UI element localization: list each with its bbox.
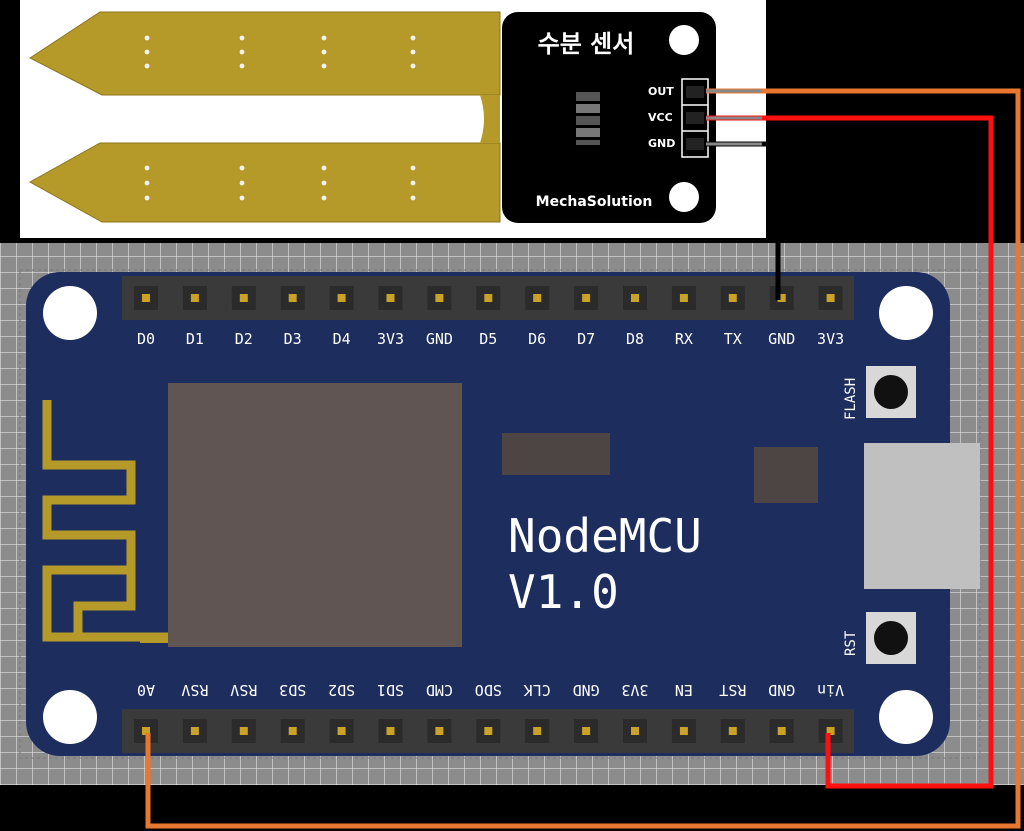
bottom-pin-label: GND [573, 681, 600, 699]
top-pin-label: D6 [528, 330, 546, 348]
bottom-pin-label: Vin [817, 681, 844, 699]
bottom-pin-rsv[interactable] [182, 719, 207, 743]
top-pin-d8[interactable] [623, 286, 647, 310]
top-pin-label: D7 [577, 330, 595, 348]
board-title-line2: V1.0 [508, 565, 619, 619]
mount-hole [669, 182, 699, 212]
bottom-pin-label: RSV [181, 681, 208, 699]
top-pin-d3[interactable] [280, 286, 305, 310]
top-pin-label: 3V3 [377, 330, 404, 348]
bottom-pin-label: EN [675, 681, 693, 699]
top-pin-gnd[interactable] [427, 286, 452, 310]
bottom-pin-sdo[interactable] [476, 719, 501, 743]
mount-hole [879, 690, 933, 744]
bottom-pin-label: 3V3 [621, 681, 648, 699]
board-selection-outline [19, 269, 981, 759]
pin-header [681, 78, 709, 158]
board-title-line1: NodeMCU [508, 509, 702, 563]
top-pin-3v3[interactable] [378, 286, 403, 310]
top-pin-label: TX [724, 330, 742, 348]
top-pin-label: GND [768, 330, 795, 348]
bottom-pin-gnd[interactable] [574, 719, 599, 743]
smd-components [576, 92, 600, 145]
chip [502, 433, 610, 475]
top-pin-d5[interactable] [476, 286, 501, 310]
bottom-pin-sd2[interactable] [329, 719, 354, 743]
top-pin-3v3[interactable] [818, 286, 843, 310]
mount-hole [669, 25, 699, 55]
bottom-pin-rst[interactable] [720, 719, 745, 743]
top-pin-d1[interactable] [182, 286, 207, 310]
top-pin-label: D5 [479, 330, 497, 348]
sensor-brand: MechaSolution [536, 194, 653, 210]
top-pin-label: D4 [333, 330, 351, 348]
esp8266-module [168, 383, 462, 647]
bottom-pin-cmd[interactable] [427, 719, 452, 743]
wire-out-a0[interactable] [145, 88, 1021, 829]
bottom-pin-label: GND [768, 681, 795, 699]
bottom-pin-label: RSV [230, 681, 257, 699]
sensor-module-board: 수분 센서 MechaSolution OUT VCC GND [502, 12, 716, 223]
bottom-pin-label: CMD [426, 681, 453, 699]
top-pin-rx[interactable] [671, 286, 696, 310]
mount-hole [43, 286, 97, 340]
flash-label: FLASH [843, 378, 859, 420]
rst-label: RST [843, 630, 859, 656]
top-pin-d6[interactable] [525, 286, 550, 310]
chip [754, 447, 818, 503]
bottom-pin-clk[interactable] [525, 719, 550, 743]
bottom-pin-gnd[interactable] [769, 719, 794, 743]
top-pin-label: D0 [137, 330, 155, 348]
top-pin-label: D2 [235, 330, 253, 348]
usb-connector [864, 443, 980, 589]
bottom-pin-label: RST [719, 681, 746, 699]
flash-button[interactable] [866, 366, 916, 418]
bottom-pin-label: CLK [524, 681, 551, 699]
bottom-pin-sd3[interactable] [280, 719, 305, 743]
top-pin-label: D8 [626, 330, 644, 348]
wire-vcc-vin[interactable] [706, 115, 994, 789]
bottom-pin-en[interactable] [671, 719, 696, 743]
bottom-pin-3v3[interactable] [623, 719, 647, 743]
button-cap [874, 375, 908, 409]
top-pin-label: 3V3 [817, 330, 844, 348]
bottom-pin-label: SDO [475, 681, 502, 699]
mount-hole [879, 286, 933, 340]
bottom-pin-label: SD1 [377, 681, 404, 699]
top-pin-d0[interactable] [134, 286, 158, 310]
top-pin-tx[interactable] [720, 286, 745, 310]
top-pin-gnd[interactable] [769, 286, 794, 310]
sensor-title: 수분 센서 [538, 30, 635, 58]
soil-moisture-probe [28, 11, 501, 223]
top-pin-d2[interactable] [231, 286, 256, 310]
rst-button[interactable] [866, 612, 916, 664]
bottom-pin-sd1[interactable] [378, 719, 403, 743]
button-cap [874, 621, 908, 655]
top-pin-label: GND [426, 330, 453, 348]
bottom-pin-rsv[interactable] [231, 719, 256, 743]
top-pin-d4[interactable] [329, 286, 354, 310]
top-pin-label: D3 [284, 330, 302, 348]
pin-label-out: OUT [648, 85, 674, 98]
pin-label-vcc: VCC [648, 111, 673, 124]
bottom-pin-label: A0 [137, 681, 155, 699]
wires [145, 88, 1021, 829]
top-pin-label: RX [675, 330, 693, 348]
top-pin-d7[interactable] [574, 286, 599, 310]
mount-hole [43, 690, 97, 744]
top-pin-label: D1 [186, 330, 204, 348]
pin-label-gnd: GND [648, 137, 675, 150]
bottom-pin-label: SD2 [328, 681, 355, 699]
wifi-antenna [42, 400, 172, 642]
bottom-pin-label: SD3 [279, 681, 306, 699]
bottom-pin-vin[interactable] [818, 719, 843, 743]
